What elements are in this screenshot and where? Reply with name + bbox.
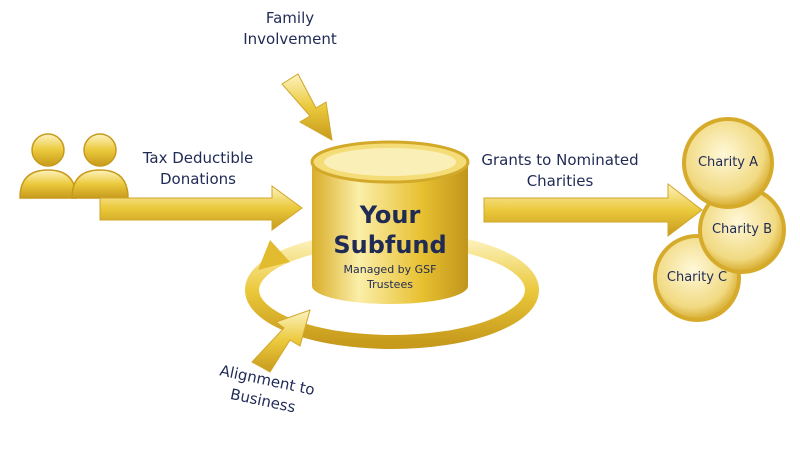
charity-c-label: Charity C	[666, 270, 728, 285]
charity-b-label: Charity B	[711, 222, 773, 237]
ring-arrowhead-icon	[258, 240, 290, 270]
label-line: Donations	[160, 170, 236, 188]
subtitle-line: Managed by GSF	[343, 263, 437, 276]
label-line: Charities	[526, 172, 594, 190]
family-involvement-label: Family Involvement	[235, 8, 345, 50]
family-arrow	[281, 73, 333, 141]
donors-icon	[19, 133, 129, 199]
subfund-subtitle: Managed by GSF Trustees	[312, 262, 468, 292]
alignment-arrow	[251, 309, 311, 373]
label-line: Involvement	[243, 30, 337, 48]
tax-deductible-label: Tax Deductible Donations	[128, 148, 268, 190]
title-line: Your	[359, 201, 421, 229]
subfund-title: Your Subfund	[312, 200, 468, 260]
grants-label: Grants to Nominated Charities	[470, 150, 650, 192]
subfund-cylinder	[310, 140, 470, 304]
label-line: Family	[265, 9, 315, 27]
title-line: Subfund	[333, 231, 447, 259]
subtitle-line: Trustees	[367, 278, 413, 291]
charity-a-coin	[682, 117, 774, 209]
grants-arrow	[483, 182, 703, 238]
label-line: Grants to Nominated	[481, 151, 639, 169]
donations-arrow	[99, 185, 303, 231]
charity-a-label: Charity A	[697, 155, 759, 170]
label-line: Tax Deductible	[142, 149, 254, 167]
